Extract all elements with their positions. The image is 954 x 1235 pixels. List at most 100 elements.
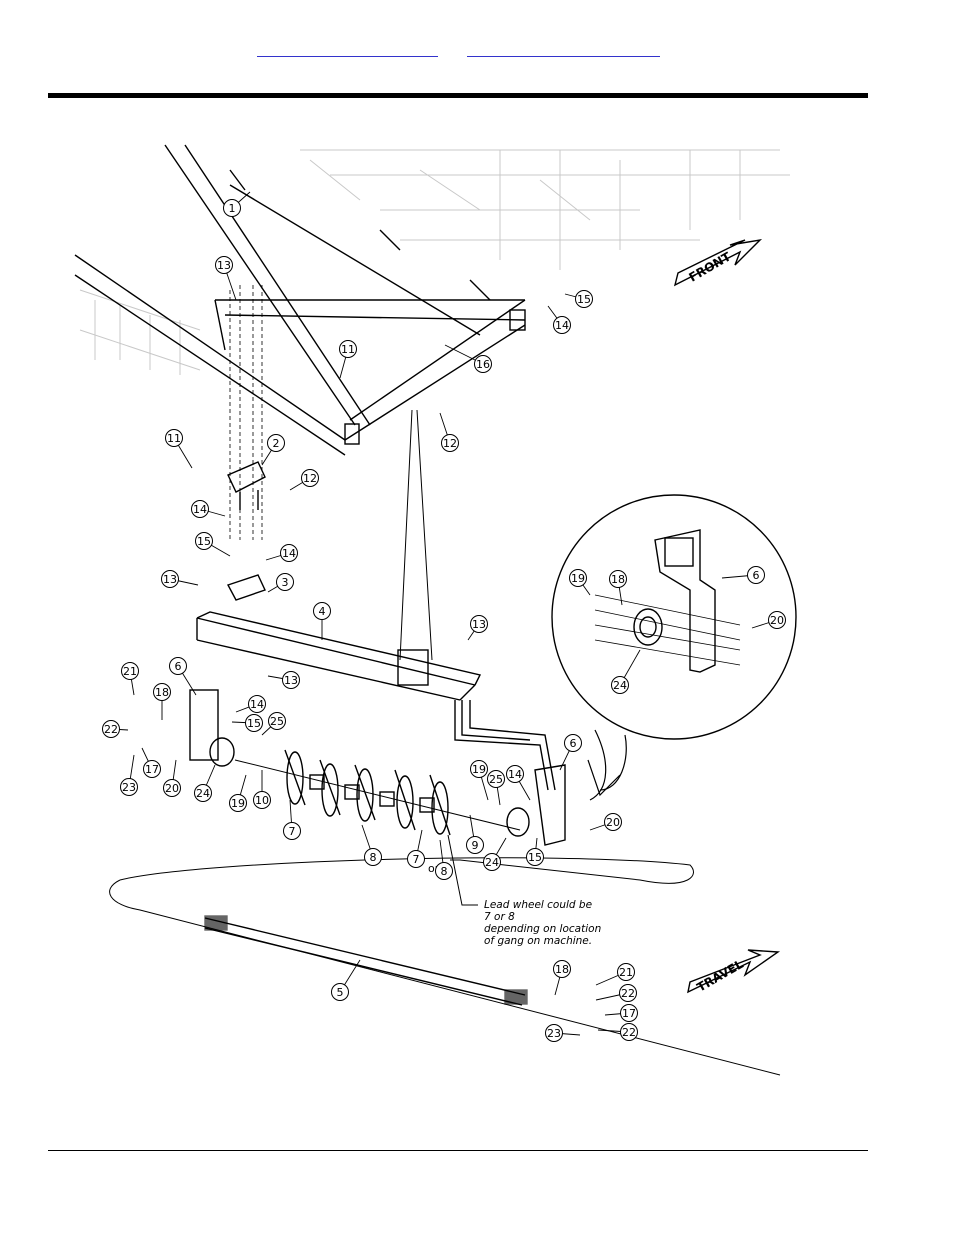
callout-7: 7 — [283, 799, 301, 840]
callout-number: 15 — [197, 535, 211, 548]
callout-16: 16 — [444, 344, 492, 373]
callout-14: 14 — [265, 544, 298, 562]
callout-bubble — [747, 566, 765, 584]
callout-number: 13 — [472, 618, 486, 631]
callout-bubble — [526, 848, 544, 866]
callout-bubble — [620, 1023, 638, 1041]
callout-bubble — [248, 695, 266, 713]
or-label: or — [428, 862, 440, 875]
callout-bubble — [611, 676, 629, 694]
note-line-3: depending on location — [484, 923, 601, 935]
callout-24: 24 — [611, 649, 641, 694]
callout-13: 13 — [161, 570, 199, 588]
callout-4: 4 — [313, 602, 331, 640]
callout-22: 22 — [595, 984, 637, 1002]
callout-number: 2 — [273, 437, 280, 450]
callout-number: 20 — [606, 816, 620, 829]
callout-bubble — [120, 778, 138, 796]
note-line-4: of gang on machine. — [484, 935, 592, 947]
lead-wheel-note: Lead wheel could be 7 or 8 depending on … — [447, 834, 601, 947]
callout-1: 1 — [223, 191, 251, 217]
callout-bubble — [617, 963, 635, 981]
callout-bubble — [483, 853, 501, 871]
callout-bubble — [215, 256, 233, 274]
callout-bubble — [194, 784, 212, 802]
header-rule — [48, 93, 868, 98]
callout-number: 24 — [196, 787, 210, 800]
callout-bubble — [553, 960, 571, 978]
callout-number: 17 — [145, 763, 159, 776]
callout-23: 23 — [120, 754, 138, 796]
front-arrow: FRONT — [673, 238, 763, 287]
main-frame — [74, 144, 526, 456]
callout-20: 20 — [163, 759, 181, 797]
callout-number: 25 — [489, 773, 503, 786]
callout-17: 17 — [604, 1004, 638, 1022]
callout-bubble — [283, 822, 301, 840]
callout-bubble — [339, 340, 357, 358]
callout-number: 7 — [289, 825, 296, 838]
callout-number: 12 — [443, 437, 457, 450]
callout-number: 19 — [231, 797, 245, 810]
callout-25: 25 — [261, 712, 286, 736]
callout-number: 25 — [270, 715, 284, 728]
callout-number: 20 — [165, 782, 179, 795]
header-link-2[interactable] — [467, 42, 660, 57]
callout-21: 21 — [595, 963, 635, 986]
callout-bubble — [441, 434, 459, 452]
callout-12: 12 — [439, 412, 459, 452]
callout-13: 13 — [215, 256, 237, 301]
callout-6: 6 — [721, 566, 765, 584]
travel-arrow: TRAVEL — [687, 949, 781, 995]
callout-bubble — [301, 469, 319, 487]
callout-number: 7 — [413, 853, 420, 866]
callout-number: 23 — [547, 1027, 561, 1040]
callout-bubble — [604, 813, 622, 831]
callout-bubble — [280, 544, 298, 562]
callout-number: 9 — [472, 839, 479, 852]
header-link-1[interactable] — [257, 42, 438, 57]
callout-bubble — [470, 615, 488, 633]
callout-bubble — [407, 850, 425, 868]
callout-20: 20 — [589, 813, 622, 831]
callout-bubble — [143, 760, 161, 778]
callout-number: 5 — [337, 986, 344, 999]
callout-25: 25 — [487, 770, 505, 806]
callout-15: 15 — [526, 837, 544, 866]
callout-bubble — [253, 791, 271, 809]
callout-bubble — [169, 657, 187, 675]
hanger-assembly — [226, 285, 266, 601]
callout-6: 6 — [559, 734, 582, 771]
callout-number: 18 — [155, 686, 169, 699]
callout-13: 13 — [267, 671, 300, 689]
gang-bar — [196, 611, 482, 701]
callout-number: 11 — [167, 432, 181, 445]
callout-bubble — [282, 671, 300, 689]
callout-14: 14 — [191, 500, 226, 518]
callout-18: 18 — [553, 960, 571, 996]
background-frame — [79, 149, 790, 375]
callout-20: 20 — [751, 611, 786, 629]
callout-number: 8 — [441, 865, 448, 878]
callout-number: 16 — [476, 358, 490, 371]
callout-10: 10 — [253, 770, 271, 809]
callout-number: 20 — [770, 614, 784, 627]
callout-bubble — [470, 760, 488, 778]
callout-number: 3 — [282, 576, 289, 589]
callout-bubble — [364, 848, 382, 866]
callout-number: 23 — [122, 781, 136, 794]
callout-bubble — [161, 570, 179, 588]
callout-number: 22 — [621, 987, 635, 1000]
callout-11: 11 — [165, 429, 193, 469]
callout-bubble — [435, 862, 453, 880]
callout-number: 15 — [577, 293, 591, 306]
callout-bubble — [619, 984, 637, 1002]
note-line-2: 7 or 8 — [484, 911, 515, 923]
callout-bubble — [553, 316, 571, 334]
exploded-parts-diagram: FRONT TRAVEL Lead wheel could be 7 or 8 … — [74, 144, 797, 1076]
callout-bubble — [163, 779, 181, 797]
callout-24: 24 — [483, 837, 507, 871]
callout-bubble — [121, 662, 139, 680]
callout-number: 14 — [282, 547, 296, 560]
callout-number: 17 — [622, 1007, 636, 1020]
